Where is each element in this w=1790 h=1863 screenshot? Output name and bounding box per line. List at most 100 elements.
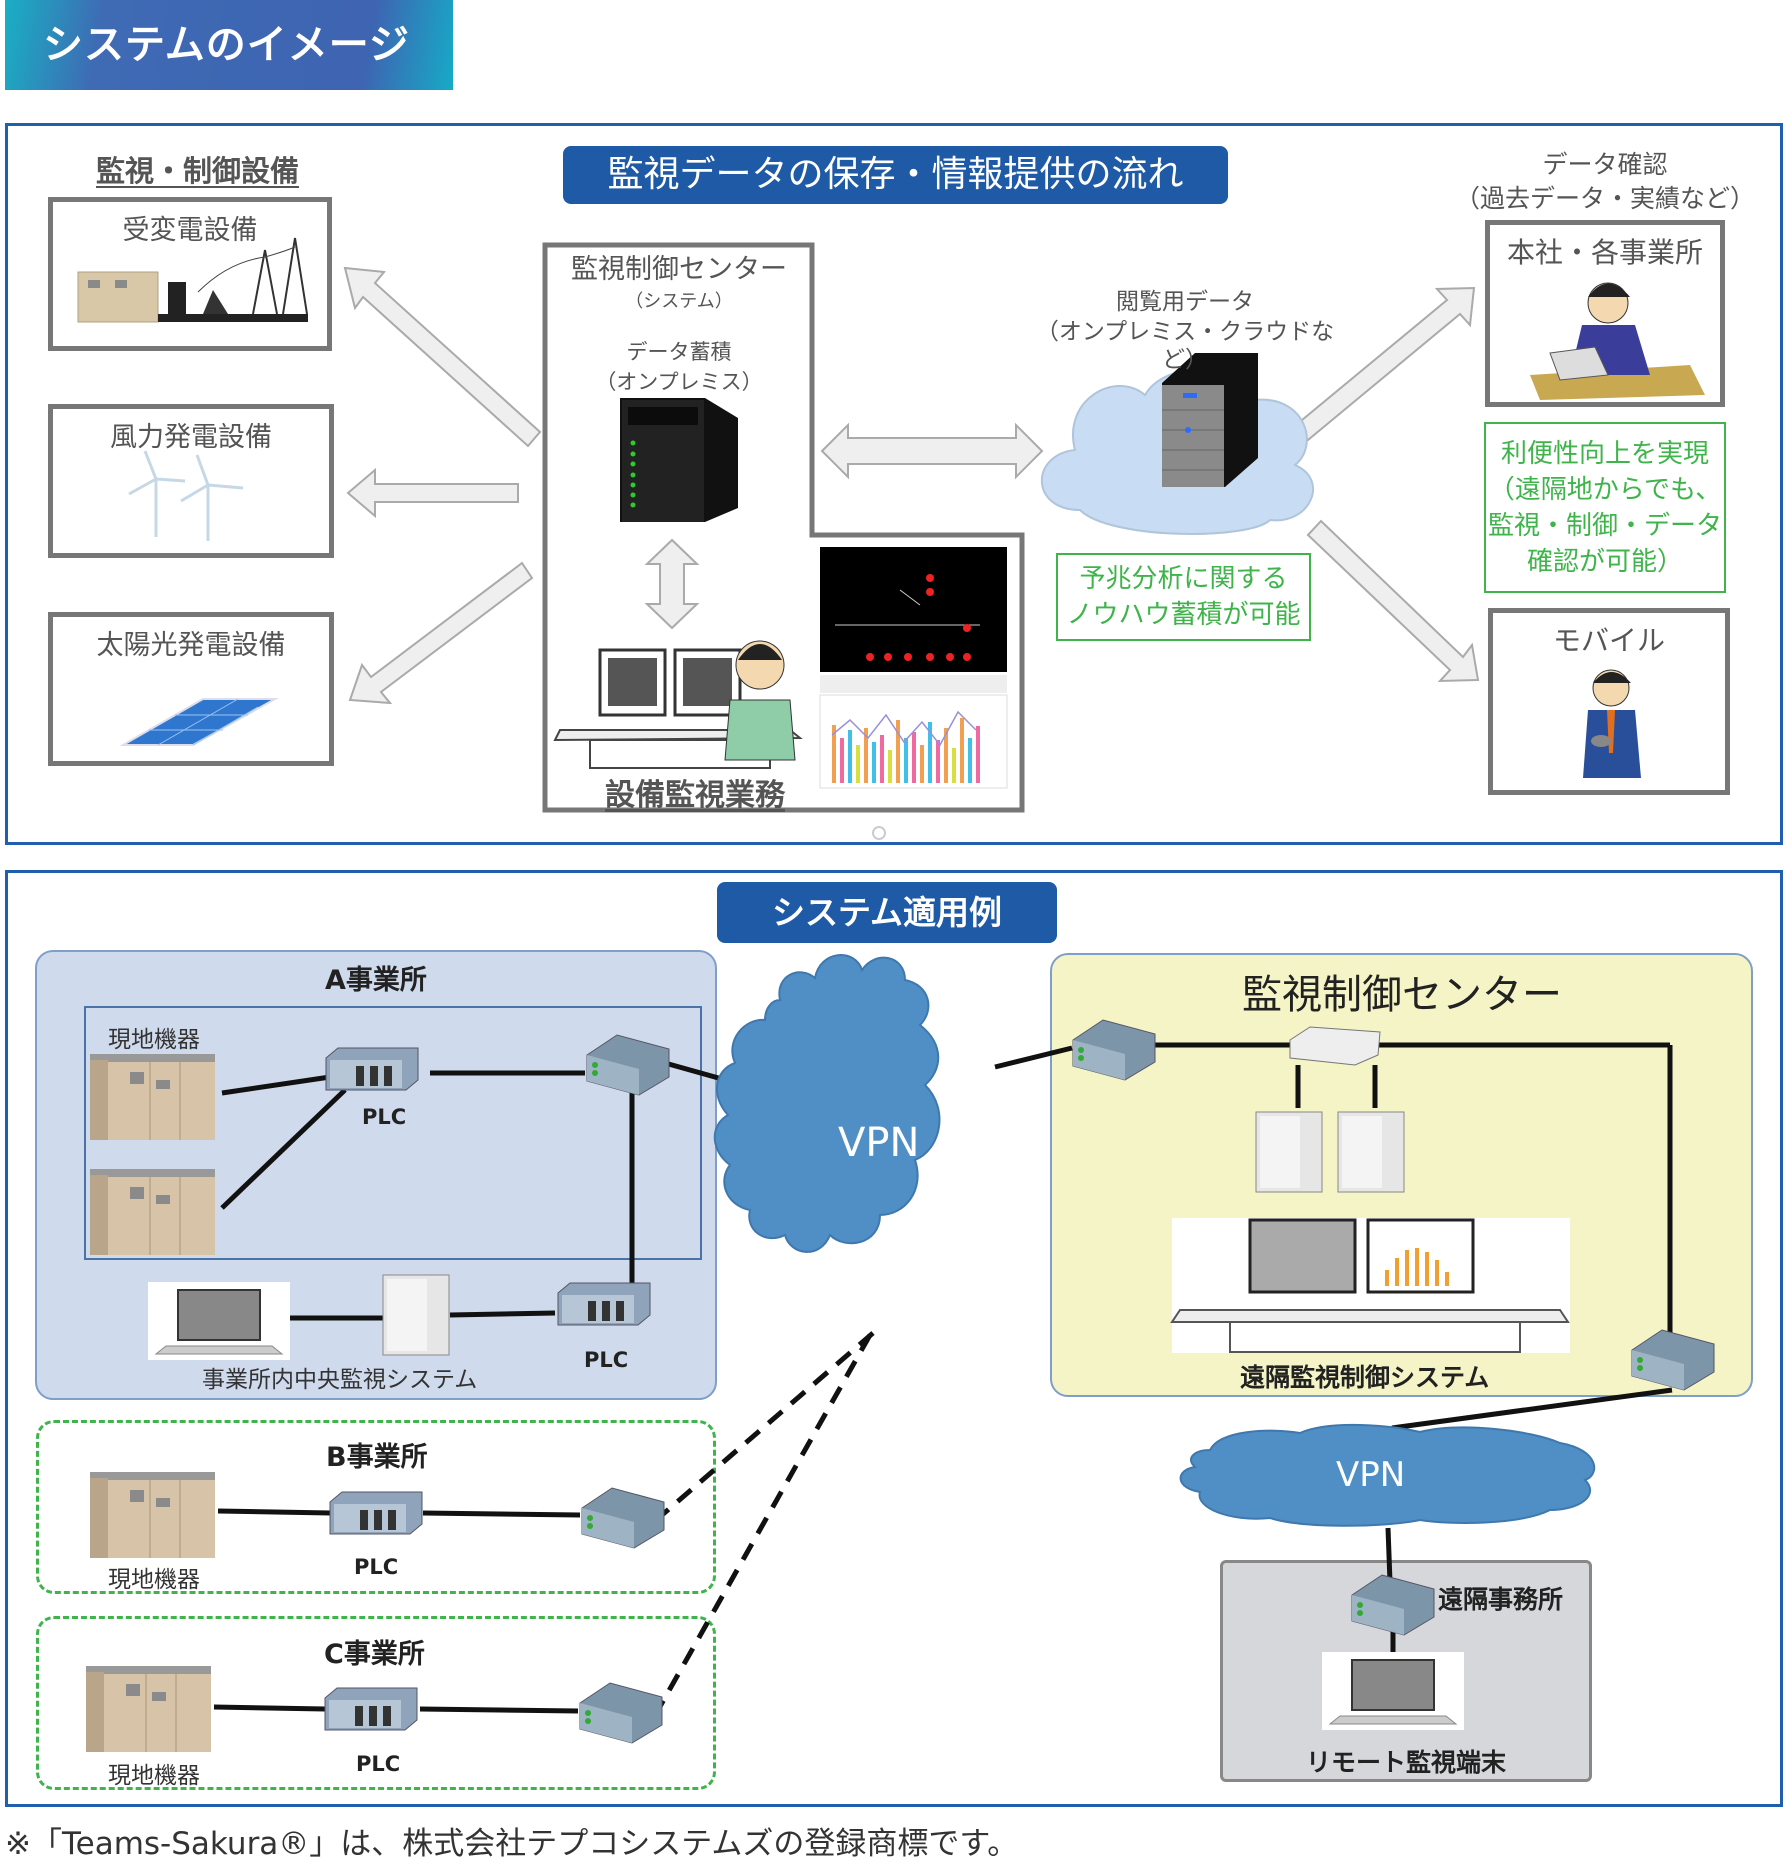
link <box>419 1706 579 1714</box>
site-c-title: C事業所 <box>324 1639 425 1670</box>
remote-terminal-label: リモート監視端末 <box>1306 1748 1507 1777</box>
router-icon <box>1351 1574 1435 1636</box>
facility-label: 太陽光発電設備 <box>96 630 286 661</box>
section-header: システムのイメージ <box>5 0 453 90</box>
router-icon <box>586 1034 670 1096</box>
field-equipment-icon <box>85 1665 212 1753</box>
field-equipment-icon <box>89 1471 216 1559</box>
router-icon <box>1072 1019 1156 1081</box>
plc-icon <box>325 1047 419 1091</box>
laptop-icon <box>147 1281 291 1361</box>
link <box>213 1704 326 1712</box>
router-icon <box>581 1487 665 1549</box>
cloud-sub: （オンプレミス・クラウドなど） <box>1035 319 1335 373</box>
data-check-caption: データ確認 <box>1542 150 1668 179</box>
note-line: 利便性向上を実現 <box>1500 439 1709 469</box>
field-label: 現地機器 <box>108 1567 200 1593</box>
flow-panel <box>5 123 1783 845</box>
flow-title: 監視データの保存・情報提供の流れ <box>563 146 1228 204</box>
vpn-main-label: VPN <box>838 1120 920 1166</box>
arrow-to-wind <box>346 467 519 519</box>
facility-substation: 受変電設備 <box>48 197 332 351</box>
link <box>1385 1527 1393 1583</box>
operator-desk-icon <box>553 640 803 769</box>
operator-label: 設備監視業務 <box>605 778 785 813</box>
field-equipment-icon <box>89 1168 216 1256</box>
office-box: 本社・各事業所 <box>1485 220 1725 407</box>
router-icon <box>1631 1329 1715 1391</box>
server-icon <box>1337 1111 1405 1193</box>
plc-icon <box>329 1491 423 1535</box>
site-b-title: B事業所 <box>326 1442 428 1473</box>
benefit-note: 利便性向上を実現 （遠隔地からでも、 監視・制御・データ 確認が可能） <box>1484 422 1726 593</box>
arrow-storage-cloud <box>820 422 1044 480</box>
site-a-title: A事業所 <box>325 965 427 996</box>
solar-curve-thumbnail <box>1385 1248 1449 1286</box>
server-icon <box>1255 1111 1323 1193</box>
link <box>217 1508 331 1516</box>
mobile-label: モバイル <box>1552 624 1665 657</box>
field-label: 現地機器 <box>108 1763 200 1789</box>
arrow-to-mobile <box>1306 519 1480 683</box>
link <box>994 1045 1073 1070</box>
router-icon <box>579 1682 663 1744</box>
storage-server-icon <box>620 398 738 522</box>
field-equipment-icon <box>89 1053 216 1141</box>
bar-chart-thumbnail <box>831 710 980 783</box>
arrow-storage-operator <box>644 538 700 630</box>
office-label: 本社・各事業所 <box>1506 236 1703 269</box>
vpn-remote-label: VPN <box>1336 1455 1406 1495</box>
vpn-dashed-link <box>660 1331 875 1517</box>
flow-arrows <box>343 266 1480 705</box>
facility-wind: 風力発電設備 <box>48 404 334 558</box>
facilities-heading: 監視・制御設備 <box>96 154 300 188</box>
example-panel <box>5 870 1783 1807</box>
facility-label: 風力発電設備 <box>110 422 272 453</box>
storage-label: データ蓄積 <box>626 340 732 364</box>
center-subtitle: （システム） <box>625 291 733 312</box>
site-c <box>36 1616 716 1790</box>
plc-label: PLC <box>354 1555 399 1579</box>
field-label: 現地機器 <box>108 1027 200 1053</box>
plc-label: PLC <box>584 1348 629 1372</box>
note-line: 予兆分析に関する <box>1079 564 1288 594</box>
link <box>422 1510 581 1518</box>
note-line: （遠隔地からでも、 <box>1488 475 1722 505</box>
wind-turbine-icon <box>128 450 244 541</box>
example-title: システム適用例 <box>717 882 1057 943</box>
scada-screen-icon <box>819 547 1008 789</box>
knowhow-note: 予兆分析に関する ノウハウ蓄積が可能 <box>1056 553 1311 641</box>
laptop-icon <box>1321 1651 1465 1731</box>
center-title: 監視制御センター <box>571 254 787 285</box>
center-box-outline <box>542 242 1025 813</box>
link <box>1391 1387 1673 1431</box>
site-b <box>36 1420 716 1594</box>
solar-panel-icon <box>119 698 279 746</box>
site-a-field-area <box>84 1006 702 1260</box>
note-line: 確認が可能） <box>1526 547 1683 577</box>
link <box>449 1310 556 1318</box>
switch-icon <box>1289 1026 1381 1066</box>
arrow-to-substation <box>343 266 542 448</box>
cloud-label: 閲覧用データ <box>1116 289 1254 315</box>
vpn-cloud-remote <box>1179 1423 1596 1527</box>
link <box>220 1088 347 1210</box>
vpn-dashed-link <box>655 1333 873 1712</box>
office-worker-icon <box>1530 282 1705 400</box>
facility-label: 受変電設備 <box>122 215 258 246</box>
cloud-server-icon <box>1040 353 1314 535</box>
note-line: 監視・制御・データ <box>1487 511 1722 541</box>
storage-sub: （オンプレミス） <box>595 370 763 394</box>
plc-label: PLC <box>356 1752 401 1776</box>
remote-office-label: 遠隔事務所 <box>1438 1585 1564 1614</box>
page-marker-icon <box>872 826 886 840</box>
plc-label: PLC <box>362 1105 407 1129</box>
plc-icon <box>324 1687 418 1731</box>
plc-icon <box>557 1282 651 1326</box>
note-line: ノウハウ蓄積が可能 <box>1066 600 1301 630</box>
remote-system-label: 遠隔監視制御システム <box>1240 1363 1490 1392</box>
data-check-caption-sub: （過去データ・実績など） <box>1455 184 1756 213</box>
mobile-worker-icon <box>1583 669 1641 778</box>
